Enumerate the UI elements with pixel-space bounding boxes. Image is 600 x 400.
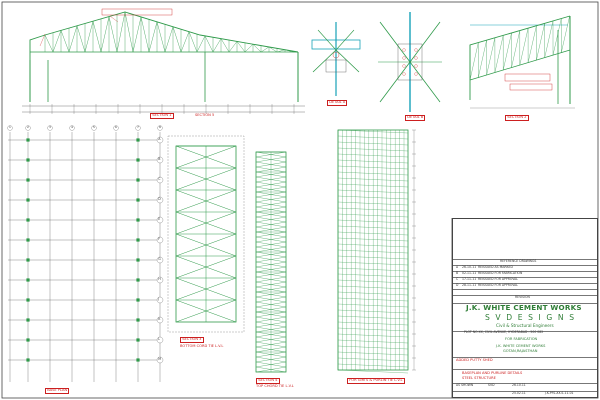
client-name: J.K. WHITE CEMENT WORKS <box>466 303 582 312</box>
grid-col-label: 6 <box>115 125 117 130</box>
drawing-number: J.K-PFS-XX-S-11-01 <box>545 391 574 395</box>
revision-row-desc: REISSUED AS MARKED <box>478 265 513 269</box>
revision-row-no: B <box>456 271 459 275</box>
grid-col-label: 5 <box>93 125 95 130</box>
section1-elevation <box>22 8 305 114</box>
section5-label: SECTION 5 <box>195 113 215 117</box>
drawing-title-2: STEEL STRUCTURE <box>462 376 496 380</box>
roof-purlin-plan <box>337 129 416 374</box>
revision-row-desc: REISSUED FOR APPROVAL <box>478 277 519 281</box>
drawn-by: SVD <box>488 383 495 387</box>
top-chord-label: TOP CHORD TIE L.V.L <box>256 384 294 388</box>
roof-plan-label: FOR GIRTS & PURLIN TIE L.V.L <box>347 378 405 385</box>
grid-row-label: K <box>158 317 161 322</box>
grid-col-label: 1 <box>9 125 11 130</box>
title-block <box>452 218 598 398</box>
project-name: J.K. WHITE CEMENT WORKS <box>496 344 546 348</box>
date-2: 25.02.11 <box>512 391 526 395</box>
revision-row-desc: REISSUED FOR FABRICATION <box>478 271 523 275</box>
grid-row-label: E <box>158 217 161 222</box>
detail-a-drawing <box>311 22 361 96</box>
project-location: GOTAN,RAJASTHAN <box>503 349 538 353</box>
grid-row-label: H <box>158 277 161 282</box>
revision-row-date: 28-11-11 <box>462 283 477 287</box>
grid-row-label: G <box>158 257 161 262</box>
grid-col-label: 8 <box>159 125 161 130</box>
grid-row-label: A <box>158 137 161 142</box>
reference-drawings-heading: REFERENCE DRAWINGS <box>500 259 537 263</box>
date-1: 26.10.11 <box>512 383 526 387</box>
scale-value: AS SHOWN <box>456 383 474 387</box>
revision-row-date: 17-11-11 <box>462 277 477 281</box>
grid-row-label: L <box>158 337 160 342</box>
revision-row-date: 26-10-11 <box>462 265 477 269</box>
grid-row-label: C <box>158 177 161 182</box>
grid-col-label: 3 <box>49 125 51 130</box>
designer-subtitle: Civil & Structural Engineers <box>496 323 554 328</box>
section2-label: SECTION 2 <box>505 115 529 122</box>
section4-lattice-plan <box>255 151 287 373</box>
grid-row-label: J <box>158 297 160 302</box>
detail-b-drawing <box>378 12 442 112</box>
revision-row-no: C <box>456 277 459 281</box>
grid-col-label: 4 <box>71 125 73 130</box>
base-plan-grid <box>7 125 164 382</box>
section3-label: SECTION 3 <box>180 337 204 344</box>
grid-row-label: F <box>158 237 161 242</box>
revision-row-no: A <box>456 265 459 269</box>
section3-bracing-plan <box>167 135 245 333</box>
detail-a-label: DETAIL A <box>327 100 348 107</box>
section4-label: SECTION 4 <box>256 378 280 385</box>
designer-name: S V D E S I G N S <box>485 313 576 322</box>
drawing-title-1: BASEPLAN AND PURLINE DETAILS <box>462 371 523 375</box>
detail-b-label: DETAIL B <box>405 115 426 122</box>
designer-address: PLOT NO XX, CIVIL AVENUE, HYDERABAD - 50… <box>464 330 544 334</box>
base-plan-label: BASE PLAN <box>45 388 70 395</box>
grid-row-label: M <box>158 357 161 362</box>
revision-row-desc: REISSUED FOR APPROVAL <box>478 283 519 287</box>
grid-row-label: B <box>158 157 161 162</box>
section1-label: SECTION 1 <box>150 113 174 120</box>
revision-row-date: 02-11-11 <box>462 271 477 275</box>
grid-col-label: 7 <box>137 125 139 130</box>
grid-col-label: 2 <box>27 125 29 130</box>
grid-row-label: D <box>158 197 161 202</box>
status-stamp: FOR FABRICATION <box>505 337 538 341</box>
revision-row-no: D <box>456 283 459 287</box>
revision-label: REVISION <box>515 295 530 299</box>
section2-elevation <box>469 15 575 109</box>
bottom-chord-label: BOTTOM CORD TIE L.V.L <box>180 344 224 348</box>
building-name: ADDED PUTTY SHED <box>456 358 493 362</box>
